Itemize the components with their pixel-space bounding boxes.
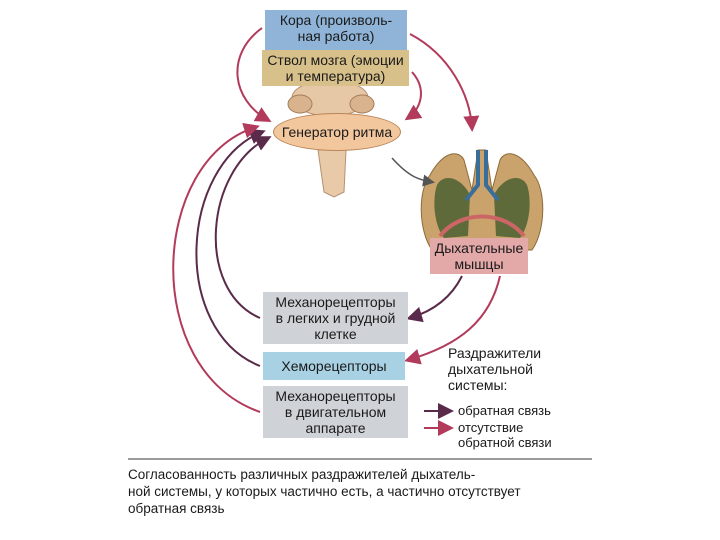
legend-title-line-3: системы:	[448, 377, 508, 393]
muscles-label-line-1: Дыхательные	[434, 240, 524, 256]
legend-feedback-label: обратная связь	[458, 403, 551, 418]
caption-line-1: Согласованность различных раздражителей …	[128, 467, 476, 482]
figure-caption: Согласованность различных раздражителей …	[128, 466, 598, 517]
arrow-stem-to-generator	[404, 71, 423, 121]
cortex-label-line-2: ная работа)	[297, 28, 375, 44]
arrow-mech-motor-feedback	[172, 122, 261, 413]
caption-line-2: ной системы, у которых частично есть, а …	[128, 484, 521, 499]
arrow-muscles-to-mech-lungs	[406, 275, 463, 323]
legend-no-feedback-line-2: обратной связи	[458, 435, 552, 450]
mech-lungs-line-2: в легких и грудной	[275, 310, 396, 326]
brainstem-box: Ствол мозга (эмоции и температура)	[262, 50, 409, 86]
mech-motor-line-3: аппарате	[305, 420, 366, 436]
legend-title-line-1: Раздражители	[448, 345, 542, 361]
mech-lungs-line-3: клетке	[314, 326, 357, 342]
arrow-cortex-to-lungs	[409, 33, 480, 132]
rhythm-generator-label: Генератор ритма	[281, 124, 393, 140]
arrow-mech-lungs-feedback	[214, 136, 272, 319]
muscles-label-line-2: мышцы	[454, 256, 504, 272]
caption-divider	[128, 458, 592, 460]
mech-lungs-line-1: Механорецепторы	[275, 294, 396, 310]
brainstem-illustration	[287, 79, 375, 198]
mechanoreceptors-lungs-box: Механорецепторы в легких и грудной клетк…	[263, 292, 408, 344]
legend-title: Раздражители дыхательной системы:	[448, 345, 541, 393]
rhythm-generator: Генератор ритма	[273, 113, 401, 151]
legend-no-feedback-line-1: отсутствие	[458, 420, 524, 435]
arrow-chemo-feedback	[195, 129, 266, 367]
lungs-illustration	[420, 149, 544, 251]
legend-no-feedback-label: отсутствие обратной связи	[458, 420, 568, 450]
chemoreceptors-label: Хеморецепторы	[281, 358, 387, 374]
caption-line-3: обратная связь	[128, 501, 225, 516]
mechanoreceptors-motor-box: Механорецепторы в двигательном аппарате	[263, 386, 408, 438]
brainstem-label-line-1: Ствол мозга (эмоции	[267, 52, 404, 68]
mech-motor-line-1: Механорецепторы	[275, 388, 396, 404]
arrow-generator-to-lungs	[391, 157, 435, 187]
cortex-box: Кора (произволь- ная работа)	[265, 10, 407, 50]
arrow-cortex-to-generator	[236, 27, 272, 122]
arrow-muscles-to-chemo	[404, 275, 501, 365]
brainstem-label-line-2: и температура)	[285, 68, 386, 84]
respiratory-muscles-box: Дыхательные мышцы	[430, 238, 528, 274]
legend-title-line-2: дыхательной	[448, 361, 533, 377]
mech-motor-line-2: в двигательном	[284, 404, 387, 420]
chemoreceptors-box: Хеморецепторы	[263, 352, 405, 380]
cortex-label-line-1: Кора (произволь-	[279, 12, 393, 28]
